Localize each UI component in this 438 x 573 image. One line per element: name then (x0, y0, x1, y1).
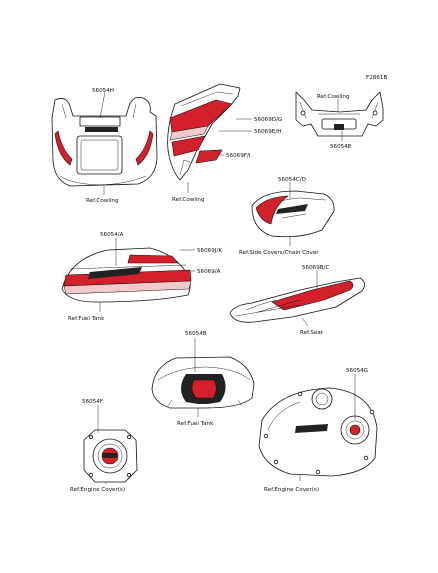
large-engine-cover-part (258, 387, 378, 477)
label-56054F: 56054F (82, 399, 103, 405)
stripe-decal-56069B-C (271, 280, 354, 311)
label-ref-cowling-3: Ref.Cowling (317, 94, 350, 100)
side-cover-part (251, 190, 335, 238)
fuel-tank-top-part (151, 356, 255, 409)
label-56054B: 56054B (185, 331, 207, 337)
label-ref-fuel-tank-1: Ref.Fuel Tank (68, 316, 105, 322)
label-56069B-C: 56069B/C (302, 265, 330, 271)
label-ref-side-covers: Ref.Side Covers/Chain Cover (239, 250, 319, 256)
label-ref-cowling-2: Ref.Cowling (172, 197, 205, 203)
seat-cowl-part (229, 277, 365, 323)
kawasaki-decal-56054C-D (276, 204, 308, 214)
side-cowling-part (167, 83, 241, 181)
decal-56054G (349, 424, 361, 436)
label-56054H: 56054H (92, 88, 114, 94)
stripe-decal-56069J-K (127, 254, 179, 264)
diagram-code: F2861B (366, 75, 387, 81)
label-ref-cowling-1: Ref.Cowling (86, 198, 119, 204)
label-56069D-G: 56069D/G (254, 117, 282, 123)
label-56054C-D: 56054C/D (278, 177, 306, 183)
inner-cowling-part (295, 91, 384, 137)
label-56069J-K: 56069J/K (197, 248, 222, 254)
label-56054E: 56054E (330, 144, 352, 150)
front-cowling-part (51, 96, 158, 187)
label-ref-engine-cover-2: Ref.Engine Cover(s) (264, 487, 319, 493)
label-56069-A: 56069/A (197, 269, 221, 275)
label-ref-fuel-tank-2: Ref.Fuel Tank (177, 421, 214, 427)
label-ref-seat: Ref.Seat (300, 330, 324, 336)
label-56054-A: 56054/A (100, 232, 124, 238)
small-engine-cover-part (83, 429, 138, 483)
kawasaki-decal-large-cover (295, 424, 328, 433)
stripe-decal-56069D-G (169, 99, 233, 133)
stripe-decal-56069F-I (195, 149, 223, 164)
kawasaki-decal-56054H (85, 127, 118, 132)
label-56069E-H: 56069E/H (254, 129, 281, 135)
label-ref-engine-cover-1: Ref.Engine Cover(s) (70, 487, 125, 493)
fuel-tank-side-part (61, 247, 192, 303)
label-56069F-I: 56069F/I (226, 153, 251, 159)
kawasaki-decal-56054F (103, 453, 117, 458)
decal-56054E (334, 124, 344, 130)
stripe-decal-56069E-H (171, 135, 206, 157)
label-56054G: 56054G (346, 368, 368, 374)
kawasaki-decal-56054-A (88, 267, 142, 279)
